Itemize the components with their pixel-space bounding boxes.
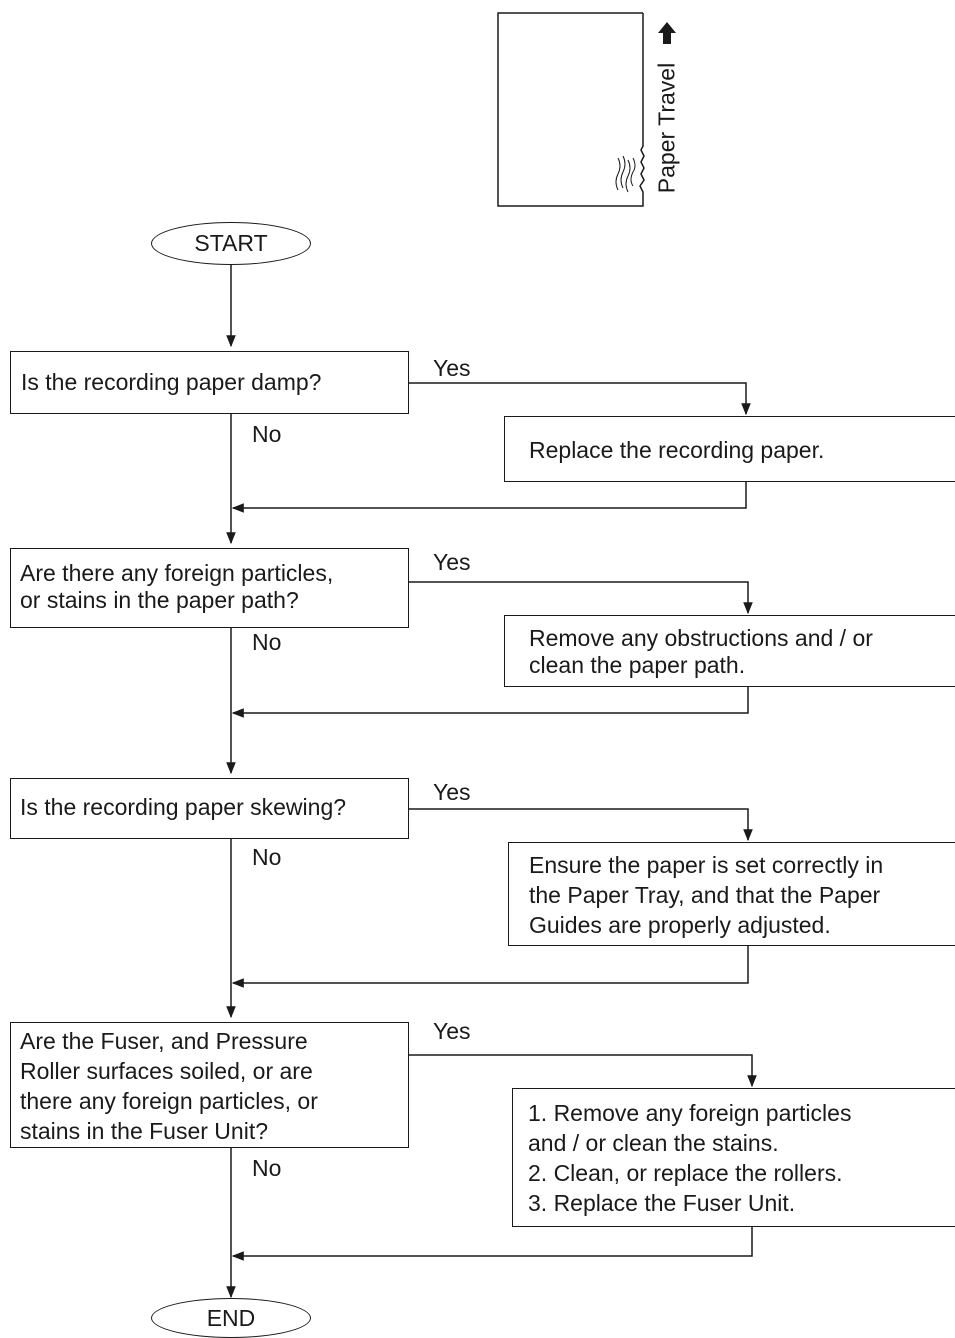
yes-label-2: Yes [433,549,471,575]
return-3 [231,946,749,988]
no-label-1: No [252,421,282,447]
question-box-3: Is the recording paper skewing? [10,778,409,839]
action-box-1: Replace the recording paper. [504,416,955,482]
end-terminal: END [151,1298,311,1338]
action-text-1: Replace the recording paper. [529,437,825,463]
return-4 [231,1227,753,1261]
paper-sheet-outline [497,12,645,207]
start-terminal: START [151,222,311,265]
question-text-4: Are the Fuser, and Pressure Roller surfa… [20,1028,318,1144]
yes-branch-3 [408,808,753,842]
action-step-4-3: 3. Replace the Fuser Unit. [528,1190,796,1216]
return-1 [231,482,747,513]
no-label-4: No [252,1155,282,1181]
yes-label-4: Yes [433,1018,471,1044]
question-box-2: Are there any foreign particles, or stai… [10,548,409,628]
start-label: START [194,230,268,256]
action-text-3: Ensure the paper is set correctly in the… [529,852,884,938]
yes-branch-1 [408,382,751,416]
wrinkle-marks [615,155,636,193]
action-step-4-2: 2. Clean, or replace the rollers. [528,1160,843,1186]
action-box-4: 1. Remove any foreign particles and / or… [512,1088,955,1227]
return-2 [231,687,749,718]
end-label: END [206,1305,256,1331]
no-label-2: No [252,629,282,655]
yes-branch-2 [408,581,753,615]
question-text-1: Is the recording paper damp? [21,369,322,395]
yes-branch-4 [408,1054,757,1088]
yes-label-3: Yes [433,779,471,805]
action-text-2: Remove any obstructions and / or clean t… [529,625,873,678]
paper-travel-arrow-icon [658,22,676,44]
action-step-4-1: 1. Remove any foreign particles and / or… [528,1100,852,1156]
question-box-1: Is the recording paper damp? [10,351,409,414]
action-steps-4: 1. Remove any foreign particles and / or… [528,1098,851,1218]
paper-travel-label: Paper Travel [653,62,680,194]
question-text-3: Is the recording paper skewing? [20,794,347,820]
action-box-2: Remove any obstructions and / or clean t… [504,615,955,687]
action-box-3: Ensure the paper is set correctly in the… [508,842,955,946]
question-text-2: Are there any foreign particles, or stai… [20,560,334,613]
yes-label-1: Yes [433,355,471,381]
no-label-3: No [252,844,282,870]
question-box-4: Are the Fuser, and Pressure Roller surfa… [10,1022,409,1148]
